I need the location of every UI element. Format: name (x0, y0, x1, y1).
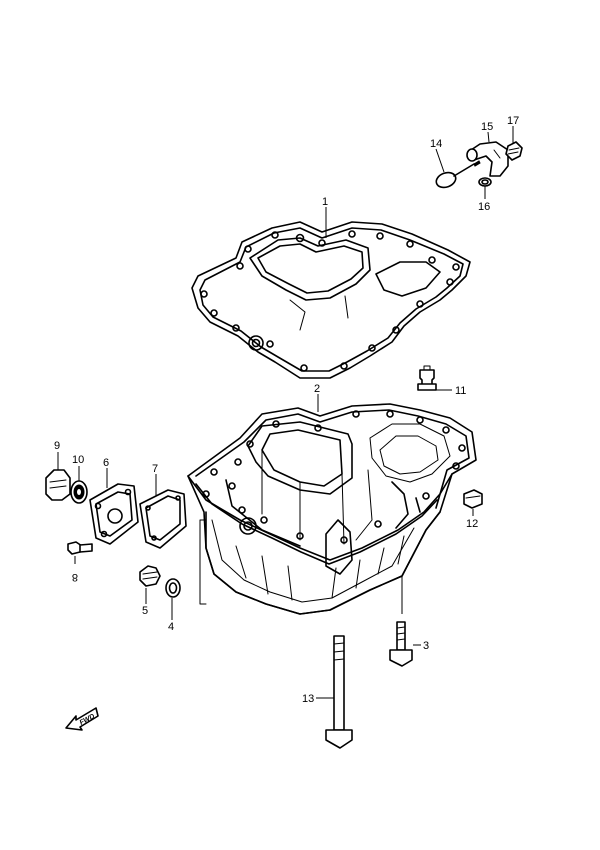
cap-part-9 (45, 469, 71, 501)
bolt-part-17 (505, 141, 523, 161)
callout-15: 15 (481, 121, 493, 133)
callout-2: 2 (314, 383, 320, 395)
washer-part-4 (165, 578, 181, 598)
callout-1: 1 (322, 196, 328, 208)
callout-11: 11 (455, 385, 466, 397)
dipstick-part-14 (435, 160, 481, 189)
bolt-part-8 (67, 541, 93, 555)
fitting-part-11 (417, 365, 437, 391)
callout-16: 16 (478, 201, 490, 213)
callout-8: 8 (72, 571, 78, 583)
callout-9: 9 (54, 440, 60, 452)
callout-3: 3 (423, 640, 429, 652)
callout-10: 10 (72, 454, 84, 466)
callout-7: 7 (152, 463, 158, 475)
bolt-part-3 (389, 621, 413, 667)
plug-part-12 (463, 489, 483, 509)
leader-lines (57, 126, 514, 699)
callout-12: 12 (466, 518, 478, 530)
oil-pan-part-2 (187, 403, 477, 615)
callout-13: 13 (302, 693, 314, 705)
plug-part-5 (139, 565, 161, 587)
callout-5: 5 (142, 605, 148, 617)
fwd-label: FWD (79, 713, 96, 727)
bolt-part-13 (325, 635, 353, 749)
callout-17: 17 (507, 115, 519, 127)
callout-labels: 1 2 3 4 5 6 7 8 9 10 11 12 13 14 15 16 1… (54, 115, 519, 705)
o-ring-part-16 (478, 177, 492, 187)
callout-14: 14 (430, 138, 442, 150)
gasket-part-7 (139, 489, 187, 549)
forward-direction-arrow: FWD (65, 707, 99, 731)
cover-part-6 (89, 483, 139, 545)
callout-4: 4 (168, 621, 174, 633)
gasket-part-1 (191, 221, 471, 379)
dipstick-guide-part-15 (466, 141, 509, 177)
callout-6: 6 (103, 457, 109, 469)
seal-part-10 (70, 480, 88, 504)
